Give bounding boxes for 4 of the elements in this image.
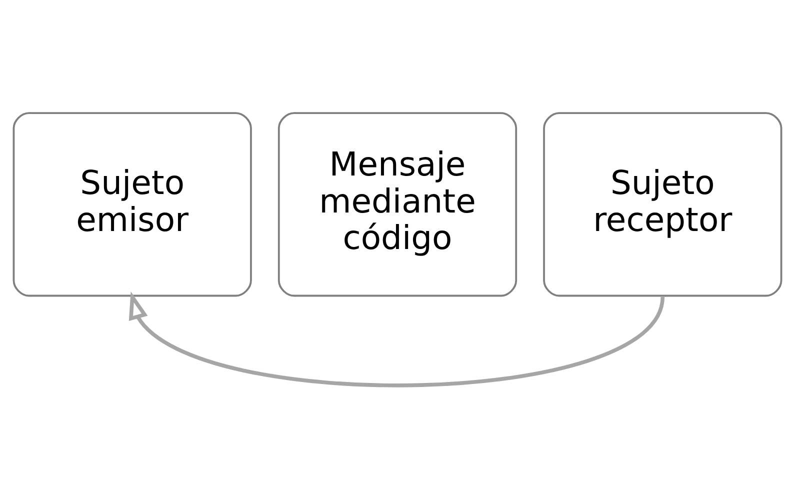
- node-box: Mensaje mediante código: [278, 112, 518, 296]
- arrow: [128, 290, 664, 386]
- node-box: Sujeto emisor: [12, 112, 252, 296]
- node-box: Sujeto receptor: [543, 112, 782, 296]
